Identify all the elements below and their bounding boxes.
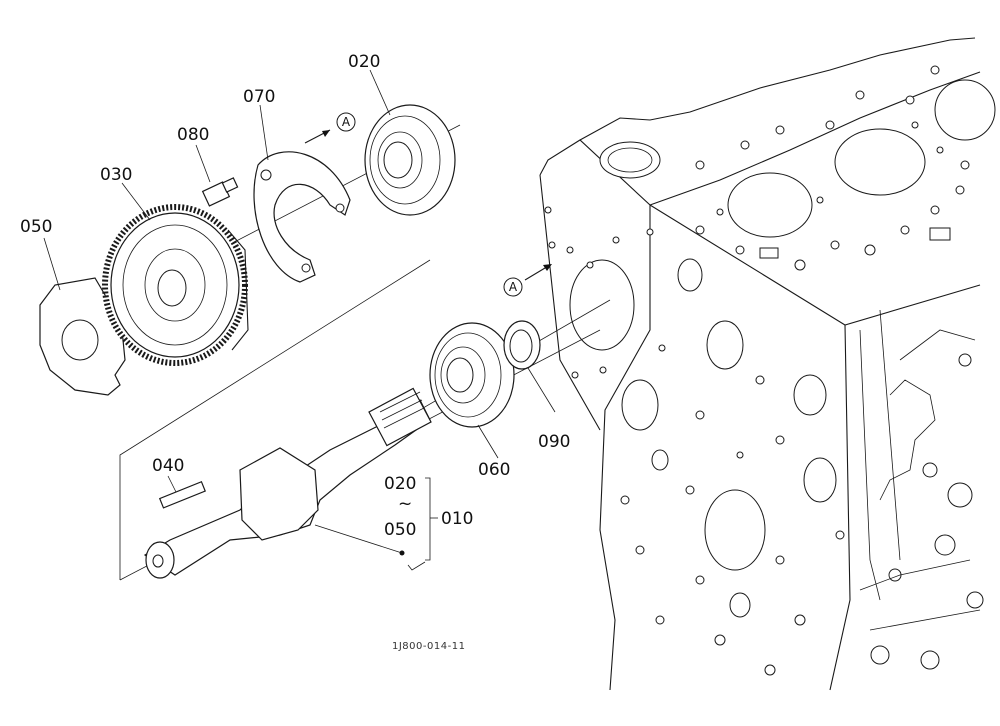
part-010-shaft bbox=[143, 387, 432, 579]
part-080-bolt bbox=[201, 177, 239, 207]
callout-090: 090 bbox=[538, 432, 570, 452]
leader-lines bbox=[43, 69, 556, 571]
range-from: 020 bbox=[384, 474, 416, 494]
engine-block bbox=[539, 37, 996, 691]
face-holes bbox=[544, 206, 845, 676]
deck-holes bbox=[695, 65, 970, 271]
ref-label-mid: A bbox=[509, 280, 518, 294]
ref-arrow-top: A bbox=[304, 112, 356, 144]
callout-050: 050 bbox=[20, 217, 52, 237]
callout-020: 020 bbox=[348, 52, 380, 72]
range-to: 050 bbox=[384, 520, 416, 540]
part-050-collar bbox=[39, 277, 126, 396]
callout-070: 070 bbox=[243, 87, 275, 107]
figure-code: 1J800-014-11 bbox=[392, 641, 465, 652]
part-040-key bbox=[158, 480, 206, 509]
part-030-gear bbox=[102, 204, 249, 366]
part-020-bearing bbox=[364, 104, 456, 216]
ref-label-top: A bbox=[342, 115, 351, 129]
callout-030: 030 bbox=[100, 165, 132, 185]
part-070-plate bbox=[253, 151, 351, 283]
ref-arrow-mid: A bbox=[503, 264, 552, 297]
callout-010: 010 bbox=[441, 509, 473, 529]
callout-labels: 020 070 080 030 050 040 060 090 010 020 … bbox=[20, 52, 570, 540]
callout-040: 040 bbox=[152, 456, 184, 476]
callout-080: 080 bbox=[177, 125, 209, 145]
range-tilde: ~ bbox=[398, 494, 412, 514]
callout-060: 060 bbox=[478, 460, 510, 480]
part-060-bearing bbox=[429, 322, 515, 428]
part-090-snap-ring bbox=[503, 320, 541, 370]
